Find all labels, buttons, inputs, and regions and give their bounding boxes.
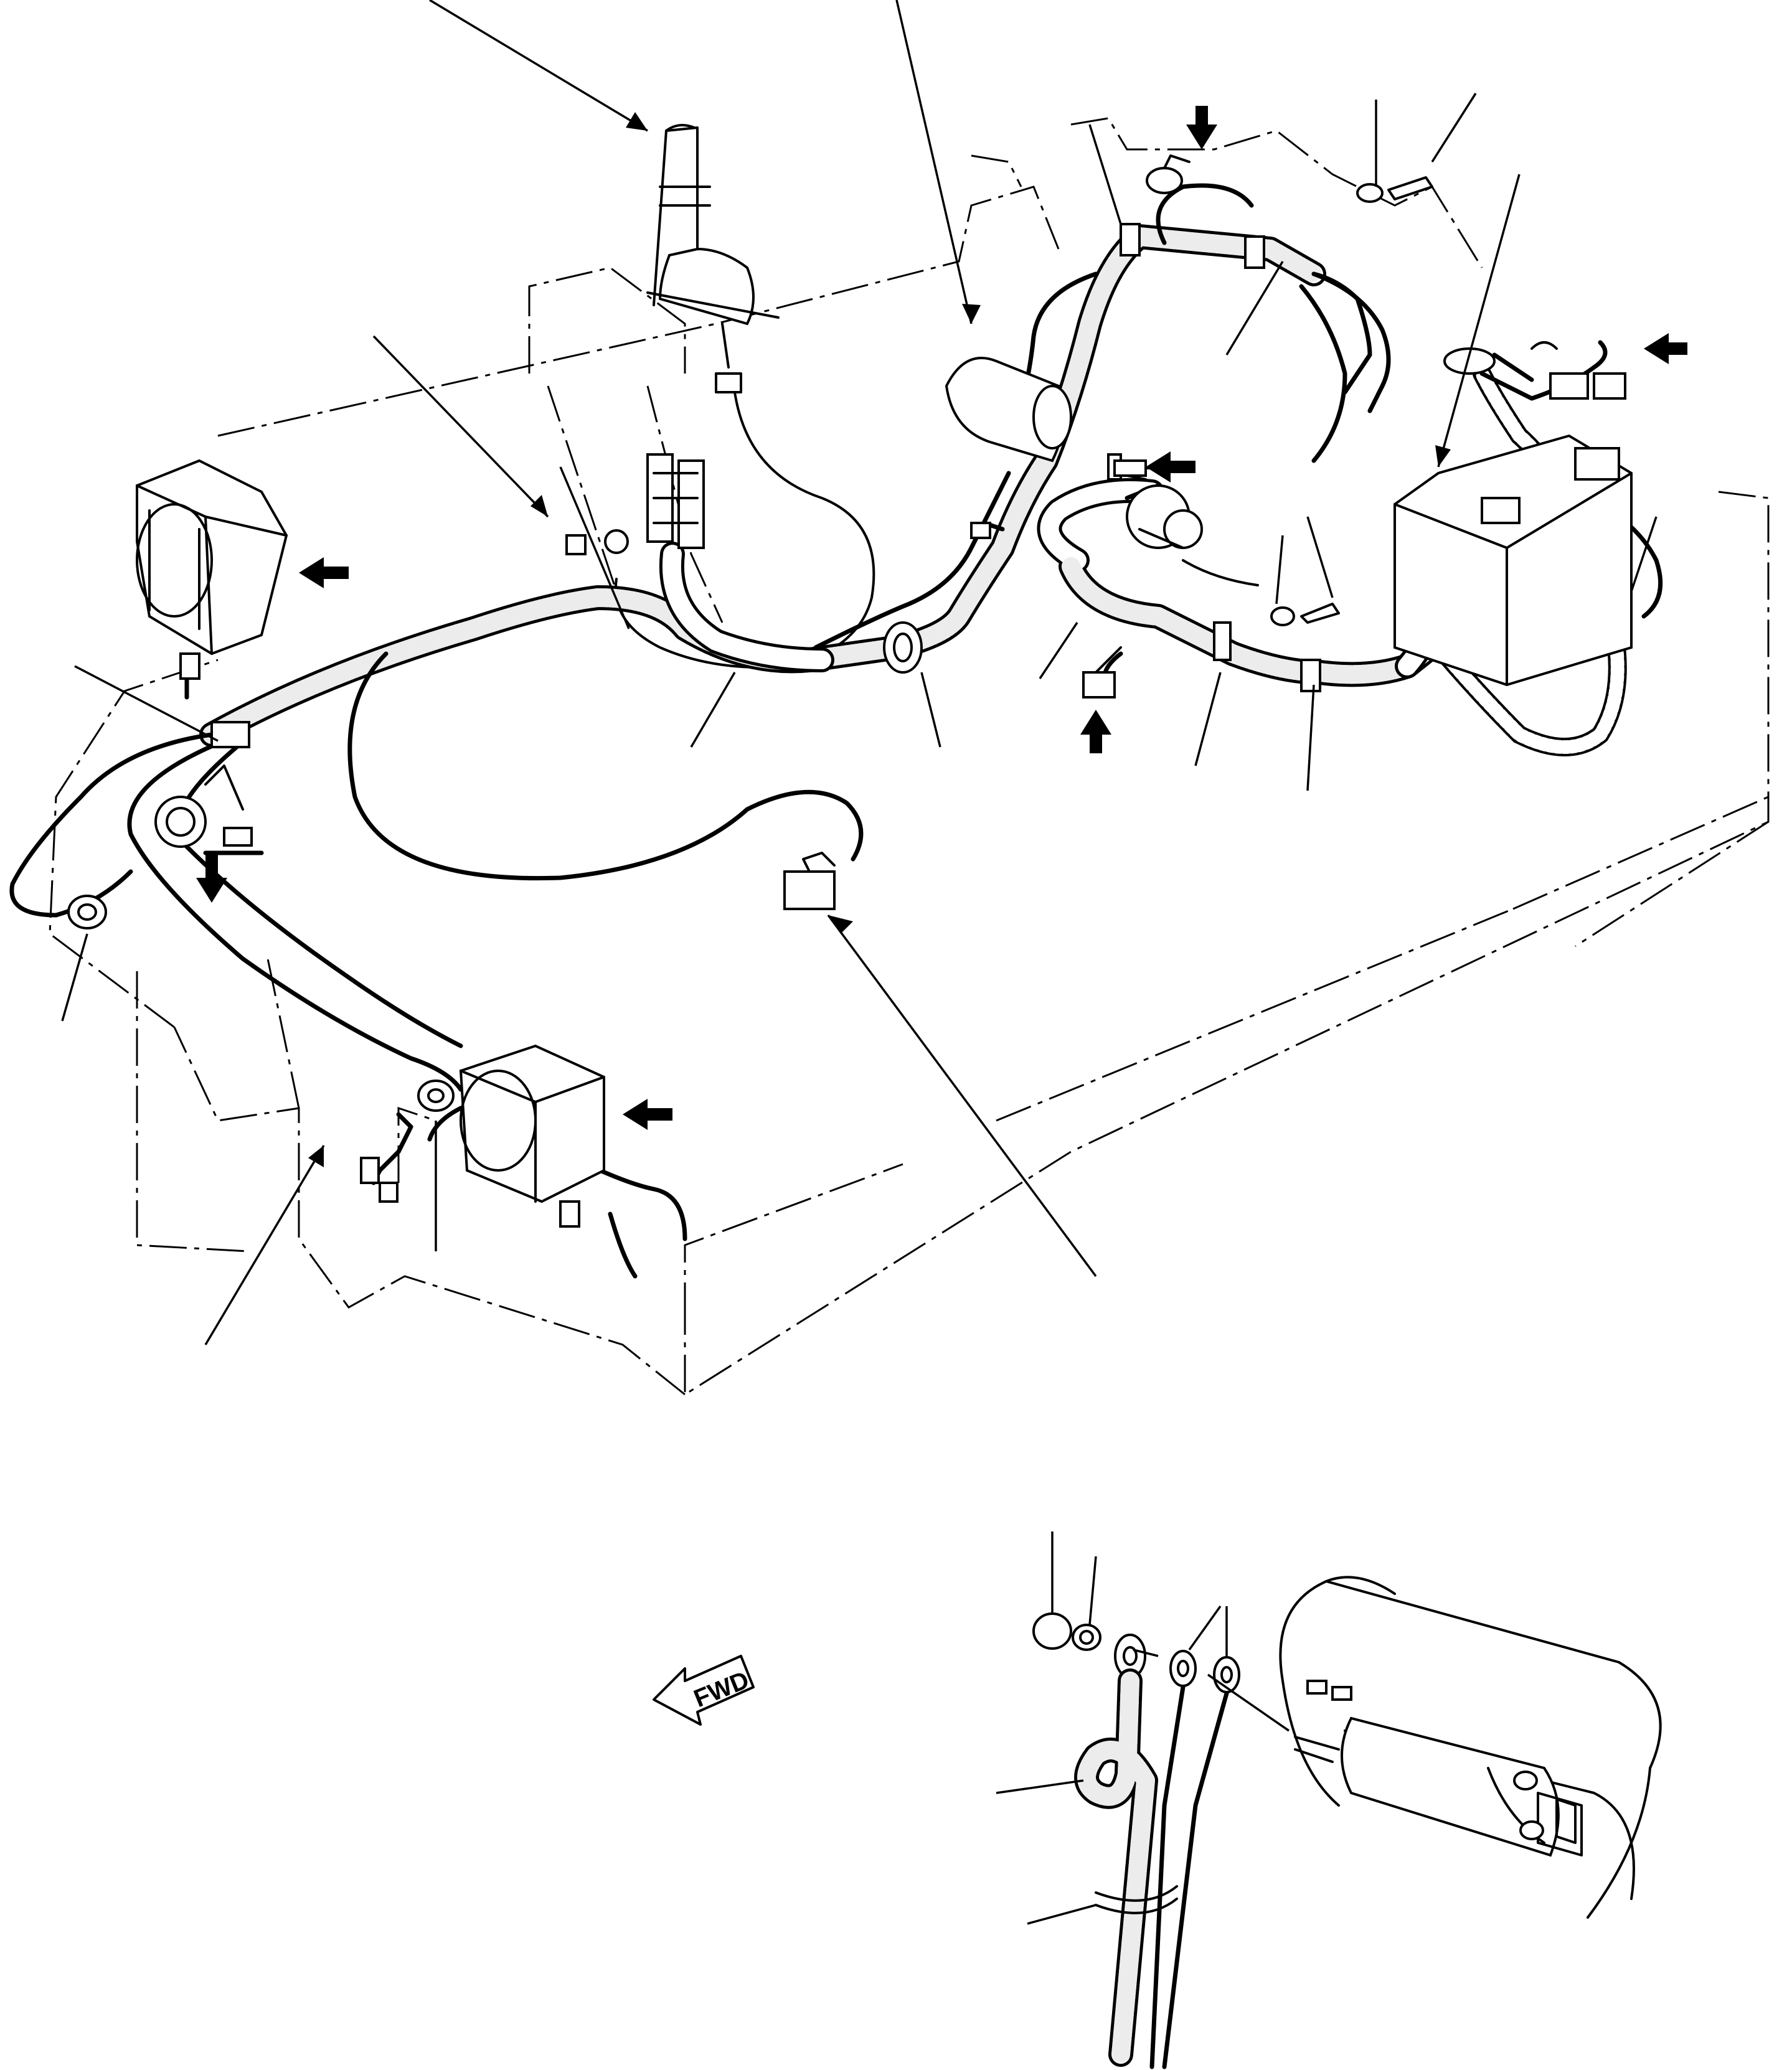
- grommets: [67, 895, 455, 1112]
- main-harness: [199, 224, 1627, 756]
- rear-left-work-light: [459, 1044, 605, 1228]
- battery: [1394, 434, 1633, 687]
- arrow-icon: [1186, 106, 1217, 149]
- steering-column: [614, 124, 875, 669]
- arrow-icon: [1644, 333, 1687, 364]
- branch-wires: [9, 183, 1663, 1279]
- starter-motor: [945, 357, 1072, 463]
- callout-arrows: [196, 106, 1687, 1130]
- fwd-label: FWD: [690, 1666, 753, 1713]
- horn: [154, 764, 253, 848]
- arrow-icon: [196, 853, 227, 903]
- arrow-icon: [623, 1099, 672, 1130]
- battery-connectors: [1443, 341, 1626, 400]
- ground-strap: [1082, 646, 1122, 699]
- arrow-icon: [1146, 451, 1195, 482]
- arrow-icon: [299, 557, 349, 588]
- front-left-work-light: [136, 459, 288, 680]
- leader-arrowheads: [308, 112, 1451, 1167]
- fwd-arrow-icon: [653, 1655, 755, 1726]
- detail-view: [996, 1531, 1662, 2069]
- leader-lines: [61, 0, 1658, 1345]
- alternator: [1107, 453, 1259, 586]
- harness-clamps: [883, 223, 1321, 692]
- connectors: [210, 529, 836, 1203]
- arrow-icon: [1080, 710, 1111, 753]
- fwd-indicator: FWD: [653, 1655, 755, 1726]
- relay-block: [646, 453, 705, 549]
- fasteners: [1146, 154, 1433, 626]
- chassis-frame: [49, 117, 1770, 1396]
